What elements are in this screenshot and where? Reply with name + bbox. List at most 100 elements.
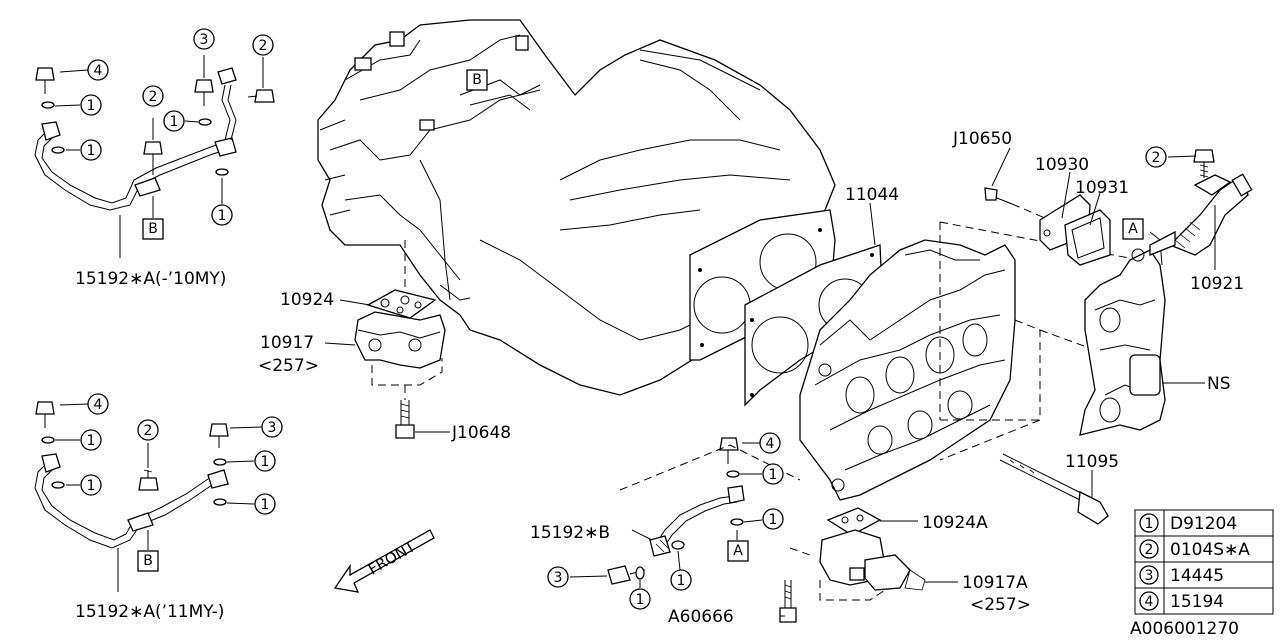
bolt-4-top-left <box>35 67 55 94</box>
washer-1-e <box>41 436 55 444</box>
ref-letter-a: A <box>1128 221 1138 237</box>
callout-number: 1 <box>218 208 227 224</box>
callout-number: 1 <box>87 478 96 494</box>
bolt-2-bottom-left <box>138 469 159 491</box>
bolt-3-top-left <box>194 79 214 106</box>
washer-1-j <box>730 518 744 526</box>
washer-1-g <box>213 458 227 466</box>
label-15192b: 15192∗B <box>530 523 610 543</box>
callout-circle <box>252 34 274 56</box>
bolt-2-upper-right <box>1193 149 1215 178</box>
bolt-a60666 <box>779 580 797 623</box>
callout-circle <box>254 450 276 472</box>
label-j10650: J10650 <box>952 129 1012 149</box>
washer-1-l <box>671 540 685 550</box>
callout-number: 1 <box>87 98 96 114</box>
label-10931: 10931 <box>1075 178 1129 198</box>
oil-pipe-15192a-new <box>34 453 229 549</box>
callout-number: 1 <box>769 467 778 483</box>
callout-circle <box>762 463 784 485</box>
label-10921: 10921 <box>1190 274 1244 294</box>
callout-circles: 4 1 1 2 3 1 2 1 4 1 1 2 3 1 1 4 1 1 <box>80 28 1167 610</box>
legend-part: 0104S∗A <box>1170 540 1250 560</box>
bolt-11095 <box>999 453 1109 525</box>
callout-circle <box>759 432 781 454</box>
reference-letter-boxes: B B B A A <box>137 69 1144 572</box>
legend-circle <box>1139 513 1159 533</box>
label-10924a: 10924A <box>922 513 988 533</box>
callout-circle <box>1145 146 1167 168</box>
label-10917a: 10917A <box>962 573 1028 593</box>
label-10917a-sub: <257> <box>970 595 1031 615</box>
callout-number: 1 <box>769 512 778 528</box>
oil-control-valve-10921 <box>1149 173 1253 256</box>
callout-circle <box>80 139 102 161</box>
legend-circle <box>1139 565 1159 585</box>
callout-circle <box>629 588 651 610</box>
valve-body-10917 <box>354 311 446 386</box>
leader-lines <box>54 55 1216 617</box>
label-j10648: J10648 <box>451 423 511 443</box>
callout-number: 3 <box>200 32 209 48</box>
callout-number: 3 <box>268 420 277 436</box>
callout-circle <box>261 416 283 438</box>
callout-number: 2 <box>149 89 158 105</box>
ref-letter-b: B <box>143 553 153 569</box>
label-15192a-old: 15192∗A(-’10MY) <box>75 269 226 289</box>
washer-1-c <box>198 118 212 126</box>
plate-10930-assembly <box>984 187 1145 266</box>
bolt-3-bottom-left <box>209 423 229 448</box>
front-label: FRONT <box>365 537 419 579</box>
callout-circle <box>80 94 102 116</box>
label-10917-sub: <257> <box>258 356 319 376</box>
callout-number: 1 <box>170 114 179 130</box>
bolt-4-bottom-left <box>35 401 55 428</box>
ref-box-a <box>1122 218 1144 240</box>
label-11044: 11044 <box>845 185 899 205</box>
ref-letter-b: B <box>472 72 482 88</box>
legend-num: 3 <box>1145 568 1154 584</box>
callout-circle <box>142 85 164 107</box>
label-15192a-new: 15192∗A(’11MY-) <box>75 602 224 622</box>
dash-10917a-link <box>789 547 811 556</box>
ref-box-b <box>466 69 488 91</box>
legend-part: 14445 <box>1170 566 1224 586</box>
callout-circle <box>762 508 784 530</box>
callout-number: 4 <box>766 436 775 452</box>
label-11095: 11095 <box>1065 452 1119 472</box>
washer-1-b <box>51 146 65 154</box>
bolt-4-center <box>719 437 739 464</box>
callout-circle <box>193 28 215 50</box>
callout-circle <box>547 566 569 588</box>
callout-number: 4 <box>94 63 103 79</box>
washer-1-i <box>726 470 740 478</box>
diagram-id: A006001270 <box>1130 619 1239 639</box>
callout-number: 1 <box>87 143 96 159</box>
callout-circle <box>163 110 185 132</box>
callout-circle <box>211 204 233 226</box>
legend-part: 15194 <box>1170 592 1224 612</box>
gasket-10924 <box>366 289 437 319</box>
washer-1-k <box>635 566 645 580</box>
callout-circle <box>670 569 692 591</box>
legend-circle <box>1139 591 1159 611</box>
legend-num: 4 <box>1145 594 1154 610</box>
label-10924: 10924 <box>280 290 334 310</box>
ref-letter-a: A <box>733 543 743 559</box>
callout-circle <box>80 474 102 496</box>
label-10917: 10917 <box>260 333 314 353</box>
ref-box-b <box>142 218 164 240</box>
label-10930: 10930 <box>1035 155 1089 175</box>
oil-pipe-15192b <box>649 485 745 557</box>
label-a60666: A60666 <box>668 607 734 627</box>
legend-num: 2 <box>1145 542 1154 558</box>
part-number-labels: 15192∗A(-’10MY) 15192∗A(’11MY-) 10924 10… <box>75 129 1244 627</box>
ref-letter-b: B <box>148 221 158 237</box>
oil-pipe-15192a-old <box>34 67 237 211</box>
callout-number: 1 <box>677 573 686 589</box>
front-direction-arrow: FRONT <box>333 529 435 593</box>
callout-number: 1 <box>261 497 270 513</box>
callout-number: 1 <box>87 433 96 449</box>
bolt-2-top-left-b <box>247 89 275 103</box>
